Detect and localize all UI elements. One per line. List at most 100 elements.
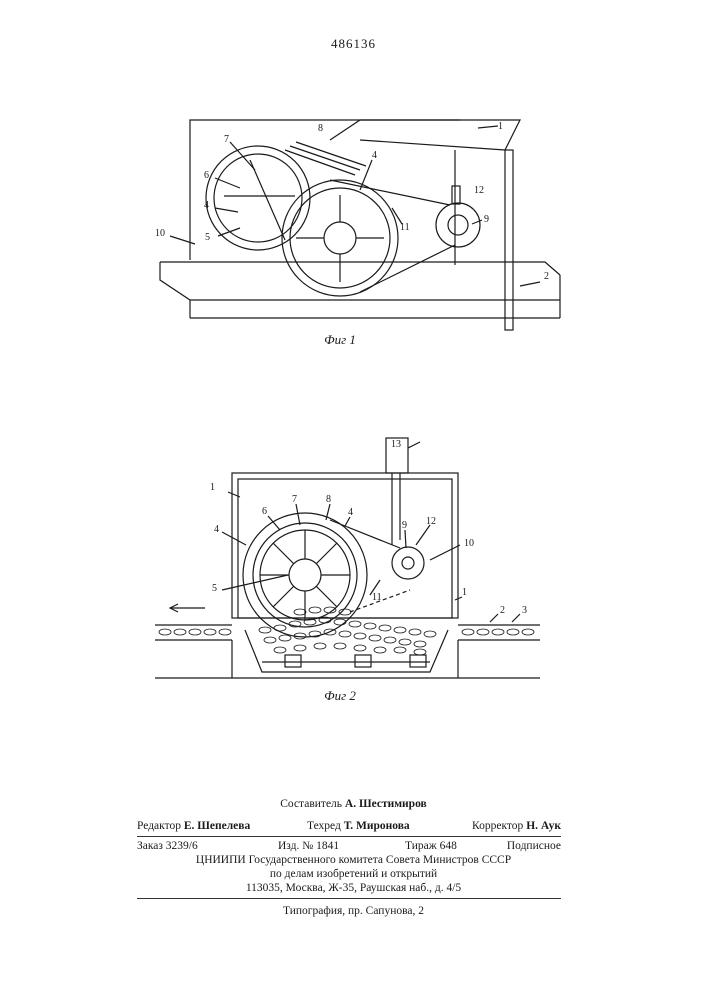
leader-line [520,282,540,286]
label-7: 7 [224,134,229,145]
small-pulley-hub [402,557,414,569]
small-pulley [392,547,424,579]
leader-line [170,236,195,244]
housing-inner [238,479,452,618]
label-10: 10 [464,538,474,549]
leader-line [296,504,300,525]
figure-2: 13 1 7 8 6 4 12 9 4 10 5 11 1 2 3 Фиг 2 [0,425,707,715]
belt-strip [296,142,366,166]
label-11: 11 [400,222,410,233]
compiler-name: А. Шестимиров [345,798,427,810]
label-12: 12 [426,516,436,527]
leader-line [222,532,246,545]
editor-name: Е. Шепелева [184,820,250,832]
label-4-top: 4 [348,507,353,518]
techred-name: Т. Миронова [344,820,410,832]
circulation: Тираж 648 [405,840,457,852]
leader-line [215,178,240,188]
figure-1-caption: Фиг 1 [324,332,356,347]
back-wheel-inner [214,154,302,242]
label-1: 1 [498,121,503,132]
wheel-spoke [316,586,337,607]
label-6: 6 [262,506,267,517]
figure-2-drawing: 13 1 7 8 6 4 12 9 4 10 5 11 1 2 3 Фиг 2 [0,425,707,715]
institute: ЦНИИПИ Государственного комитета Совета … [0,854,707,866]
rail-top [160,262,560,275]
corrector-name: Н. Аук [526,820,561,832]
leader-line [490,614,498,622]
divider-bottom [137,898,561,899]
housing-side-wall [505,150,513,330]
figure-1: 8 1 7 4 6 12 4 9 11 10 5 2 Фиг 1 [0,100,707,360]
subscription: Подписное [507,840,561,852]
affairs: по делам изобретений и открытий [0,868,707,880]
figure-1-drawing: 8 1 7 4 6 12 4 9 11 10 5 2 Фиг 1 [0,100,707,360]
ballast-stones [159,607,534,655]
main-pulley-hub [324,222,356,254]
leader-line [218,228,240,236]
editor-prefix: Редактор [137,820,181,832]
label-12: 12 [474,185,484,196]
label-10: 10 [155,228,165,239]
belt-upper [330,180,450,205]
leader-line [408,442,420,448]
trench-bed [245,630,448,672]
corrector-prefix: Корректор [472,820,523,832]
rail-block [410,655,426,667]
patent-number: 486136 [0,36,707,52]
printing-house: Типография, пр. Сапунова, 2 [0,905,707,917]
leader-line [512,614,520,622]
label-4-left: 4 [214,524,219,535]
label-4: 4 [372,150,377,161]
editor: Редактор Е. Шепелева [137,820,250,832]
wheel-spoke [316,543,337,564]
label-9: 9 [484,214,489,225]
label-11: 11 [372,592,382,603]
leader-line [405,530,406,548]
leader-line [478,126,498,128]
small-pulley-outer [436,203,480,247]
rail-block [285,655,301,667]
corrector: Корректор Н. Аук [472,820,561,832]
label-1-left: 1 [210,482,215,493]
leader-line [215,208,238,212]
housing-top-cover [330,120,520,150]
leader-line [345,517,350,526]
housing-top-edge [360,140,505,150]
leader-line [430,545,460,560]
address: 113035, Москва, Ж-35, Раушская наб., д. … [0,882,707,894]
label-7: 7 [292,494,297,505]
label-8: 8 [326,494,331,505]
small-pulley-hub [448,215,468,235]
belt-strip [290,146,360,170]
divider-top [137,836,561,837]
techred: Техред Т. Миронова [307,820,410,832]
belt-lower [360,245,455,292]
order-number: Заказ 3239/6 [137,840,198,852]
label-3: 3 [522,605,527,616]
edition-number: Изд. № 1841 [278,840,339,852]
label-13: 13 [391,439,401,450]
figure-2-caption: Фиг 2 [324,688,356,703]
rail-front [160,262,560,300]
back-wheel-spoke [250,160,285,240]
label-1-right: 1 [462,587,467,598]
label-2: 2 [500,605,505,616]
bracket [452,186,460,204]
label-9: 9 [402,520,407,531]
wheel-spoke [273,586,294,607]
techred-prefix: Техред [307,820,341,832]
compiler-prefix: Составитель [280,798,342,810]
label-5: 5 [205,232,210,243]
rail-block [355,655,371,667]
leader-line [416,525,430,545]
wheel-spoke [273,543,294,564]
label-6: 6 [204,170,209,181]
label-5: 5 [212,583,217,594]
leader-line [268,516,280,530]
compiler-line: Составитель А. Шестимиров [0,798,707,810]
label-8: 8 [318,123,323,134]
label-4b: 4 [204,200,209,211]
label-2: 2 [544,271,549,282]
belt-upper [330,520,400,548]
